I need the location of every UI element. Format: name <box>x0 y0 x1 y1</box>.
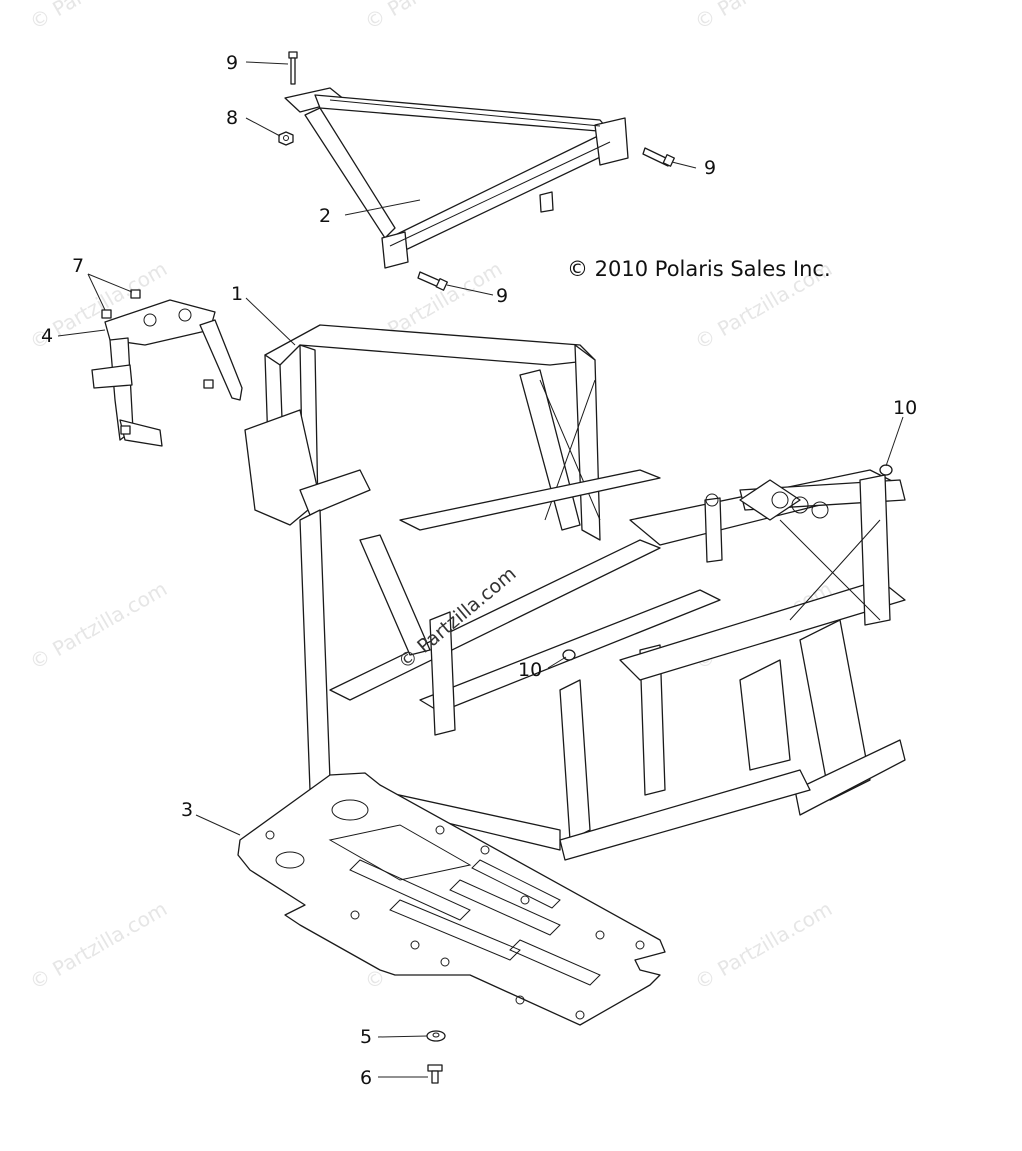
part-2-upper-brace <box>284 87 629 269</box>
callout-6: 6 <box>360 1067 372 1089</box>
copyright-text: © 2010 Polaris Sales Inc. <box>567 257 831 281</box>
callout-4: 4 <box>41 325 53 347</box>
part-4-bracket <box>91 299 243 447</box>
watermark: © Partzilla.com <box>26 576 172 674</box>
leader-lines <box>57 61 904 1078</box>
watermark: © Partzilla.com <box>26 896 172 994</box>
callout-5: 5 <box>360 1026 372 1048</box>
part-10-plug-right <box>879 464 893 476</box>
callout-9: 9 <box>496 285 508 307</box>
part-9-bolt-top <box>288 51 298 85</box>
callout-2: 2 <box>319 205 331 227</box>
callout-9: 9 <box>704 157 716 179</box>
callout-10: 10 <box>893 397 917 419</box>
part-9-bolt-right <box>642 147 675 167</box>
watermark: © Partzilla.com <box>26 0 172 34</box>
callout-10: 10 <box>518 659 542 681</box>
part-9-bolt-lower <box>417 271 448 291</box>
part-10-plug-center <box>562 649 576 661</box>
watermark: © Partzilla.com <box>361 0 507 34</box>
watermark: © Partzilla.com <box>691 0 837 34</box>
callout-3: 3 <box>181 799 193 821</box>
part-3-skid-plate <box>237 772 666 1026</box>
callout-1: 1 <box>231 283 243 305</box>
part-7-fasteners <box>101 289 214 435</box>
part-5-washer <box>426 1030 446 1042</box>
callout-7: 7 <box>72 255 84 277</box>
watermark: © Partzilla.com <box>691 896 837 994</box>
part-8-nut <box>278 131 294 146</box>
callout-8: 8 <box>226 107 238 129</box>
callout-9: 9 <box>226 52 238 74</box>
callout-labels: 9 8 9 2 9 1 7 4 10 10 3 5 6 <box>41 52 917 1089</box>
part-6-bolt <box>427 1064 443 1084</box>
